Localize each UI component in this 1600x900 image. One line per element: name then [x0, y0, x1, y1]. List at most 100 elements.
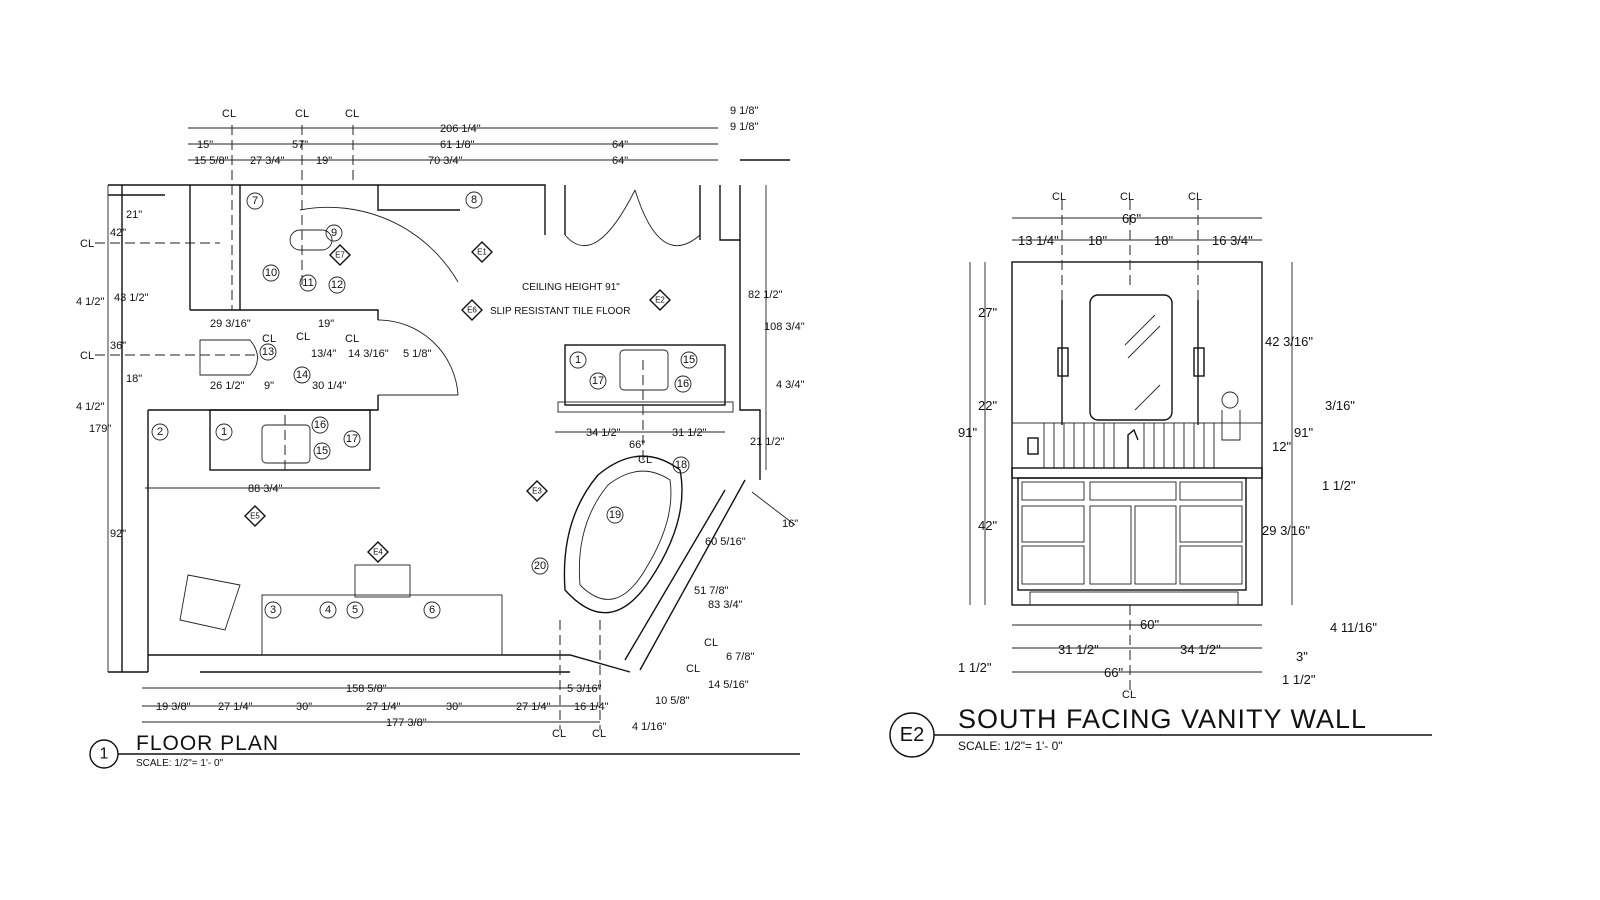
dim-top: 57"	[292, 139, 308, 151]
dim-bottom: 30"	[296, 701, 312, 713]
item-tag: 5	[352, 604, 358, 616]
dim-interior: 14 5/16"	[708, 679, 749, 691]
elev-dim-bottom: 31 1/2"	[1058, 642, 1099, 657]
item-tag: 18	[675, 459, 687, 471]
floor-plan-number: 1	[100, 746, 109, 763]
elev-dim-top: 66"	[1122, 211, 1141, 226]
dim-top: 27 3/4"	[250, 155, 285, 167]
elevation-marker-e3: E3	[532, 487, 542, 496]
elev-dim-right: 42 3/16"	[1265, 334, 1313, 349]
item-tag: 17	[592, 375, 604, 387]
elev-dim-bottom: 1 1/2"	[958, 660, 992, 675]
elevation-marker-e4: E4	[373, 548, 383, 557]
dim-interior: 14 3/16"	[348, 348, 389, 360]
elev-dim-right: 29 3/16"	[1262, 523, 1310, 538]
dim-top: 15 5/8"	[194, 155, 229, 167]
dim-left: 21"	[126, 209, 142, 221]
elevation-marker-e1: E1	[477, 248, 487, 257]
item-tag: 1	[575, 354, 581, 366]
dim-left: 42"	[110, 227, 126, 239]
ceiling-height-note: CEILING HEIGHT 91"	[522, 282, 620, 293]
elev-dim-bottom: 3"	[1296, 649, 1308, 664]
item-tag: 16	[677, 378, 689, 390]
cl-label: CL	[262, 333, 276, 345]
item-tag: 12	[331, 279, 343, 291]
item-tag: 20	[534, 560, 546, 572]
item-tag: 15	[316, 445, 328, 457]
elev-dim-top: 18"	[1154, 233, 1173, 248]
dim-interior: 5 1/8"	[403, 348, 431, 360]
floor-finish-note: SLIP RESISTANT TILE FLOOR	[490, 306, 630, 317]
elevation-marker-e5: E5	[250, 512, 260, 521]
dim-right: 82 1/2"	[748, 289, 783, 301]
item-tag: 17	[346, 433, 358, 445]
elevation-marker-e2: E2	[655, 296, 665, 305]
cl-label: CL	[686, 663, 700, 675]
item-tags: 1 2 3 4 5 6 7 8 9 10 11 12 13 14 15 16 1…	[151, 191, 698, 619]
dim-interior: 60 5/16"	[705, 536, 746, 548]
dim-top: 9 1/8"	[730, 121, 758, 133]
doors	[299, 189, 701, 396]
elevation-tag: E2	[900, 724, 924, 746]
dim-right: 21 1/2"	[750, 436, 785, 448]
dim-bottom: 27 1/4"	[516, 701, 551, 713]
dim-right: 16"	[782, 518, 798, 530]
item-tag: 15	[683, 354, 695, 366]
dim-interior: 10 5/8"	[655, 695, 690, 707]
floor-plan: 206 1/4" 15" 57" 61 1/8" 64" 15 5/8" 27 …	[76, 105, 805, 769]
dim-top: 64"	[612, 139, 628, 151]
floor-plan-title-block: 1 FLOOR PLAN SCALE: 1/2"= 1'- 0"	[89, 732, 800, 769]
cl-label: CL	[1120, 191, 1134, 203]
elev-dim-left: 42"	[978, 518, 997, 533]
cl-label: CL	[704, 637, 718, 649]
item-tag: 7	[252, 195, 258, 207]
cl-label: CL	[1052, 191, 1066, 203]
dim-left: 18"	[126, 373, 142, 385]
dim-bottom: 177 3/8"	[386, 717, 427, 729]
dim-top: 19"	[316, 155, 332, 167]
elev-dim-right: 91"	[1294, 425, 1313, 440]
dim-bottom: 27 1/4"	[366, 701, 401, 713]
dim-top: 70 3/4"	[428, 155, 463, 167]
elevation-marker-e7: E7	[335, 251, 345, 260]
dim-interior: 26 1/2"	[210, 380, 245, 392]
dim-interior: 31 1/2"	[672, 427, 707, 439]
item-tag: 11	[302, 277, 313, 289]
elev-dim-left: 91"	[958, 425, 977, 440]
cl-label: CL	[80, 350, 94, 362]
elev-dim-bottom: 34 1/2"	[1180, 642, 1221, 657]
dim-left: 43 1/2"	[114, 292, 149, 304]
item-tag: 6	[429, 604, 435, 616]
item-tag: 10	[265, 267, 277, 279]
elev-dim-bottom: 60"	[1140, 617, 1159, 632]
floor-plan-title: FLOOR PLAN	[136, 732, 279, 755]
fixtures	[179, 229, 734, 656]
cl-label: CL	[295, 108, 309, 120]
dim-interior: 13/4"	[311, 348, 336, 360]
elevation-title-block: E2 SOUTH FACING VANITY WALL SCALE: 1/2"=…	[889, 704, 1432, 758]
dim-interior: 29 3/16"	[210, 318, 251, 330]
dim-bottom: 4 1/16"	[632, 721, 667, 733]
dim-top: 15"	[197, 139, 213, 151]
cl-label: CL	[345, 108, 359, 120]
item-tag: 19	[609, 509, 621, 521]
dim-interior: 9"	[264, 380, 274, 392]
cl-label: CL	[1122, 689, 1136, 701]
dim-left: 4 1/2"	[76, 296, 104, 308]
cl-label: CL	[296, 331, 310, 343]
dim-interior: 83 3/4"	[708, 599, 743, 611]
dim-left: 4 1/2"	[76, 401, 104, 413]
dim-bottom: 5 3/16"	[567, 683, 602, 695]
dim-left: 179"	[89, 423, 111, 435]
elev-dim-bottom: 1 1/2"	[1282, 672, 1316, 687]
elev-dim-left: 22"	[978, 398, 997, 413]
backsplash-tile	[1043, 423, 1215, 468]
dim-right: 4 3/4"	[776, 379, 804, 391]
dim-interior: 6 7/8"	[726, 651, 754, 663]
dim-interior: 88 3/4"	[248, 483, 283, 495]
dim-interior: 19"	[318, 318, 334, 330]
dim-top: 61 1/8"	[440, 139, 475, 151]
cl-label: CL	[638, 454, 652, 466]
elev-dim-bottom: 4 11/16"	[1330, 620, 1377, 635]
